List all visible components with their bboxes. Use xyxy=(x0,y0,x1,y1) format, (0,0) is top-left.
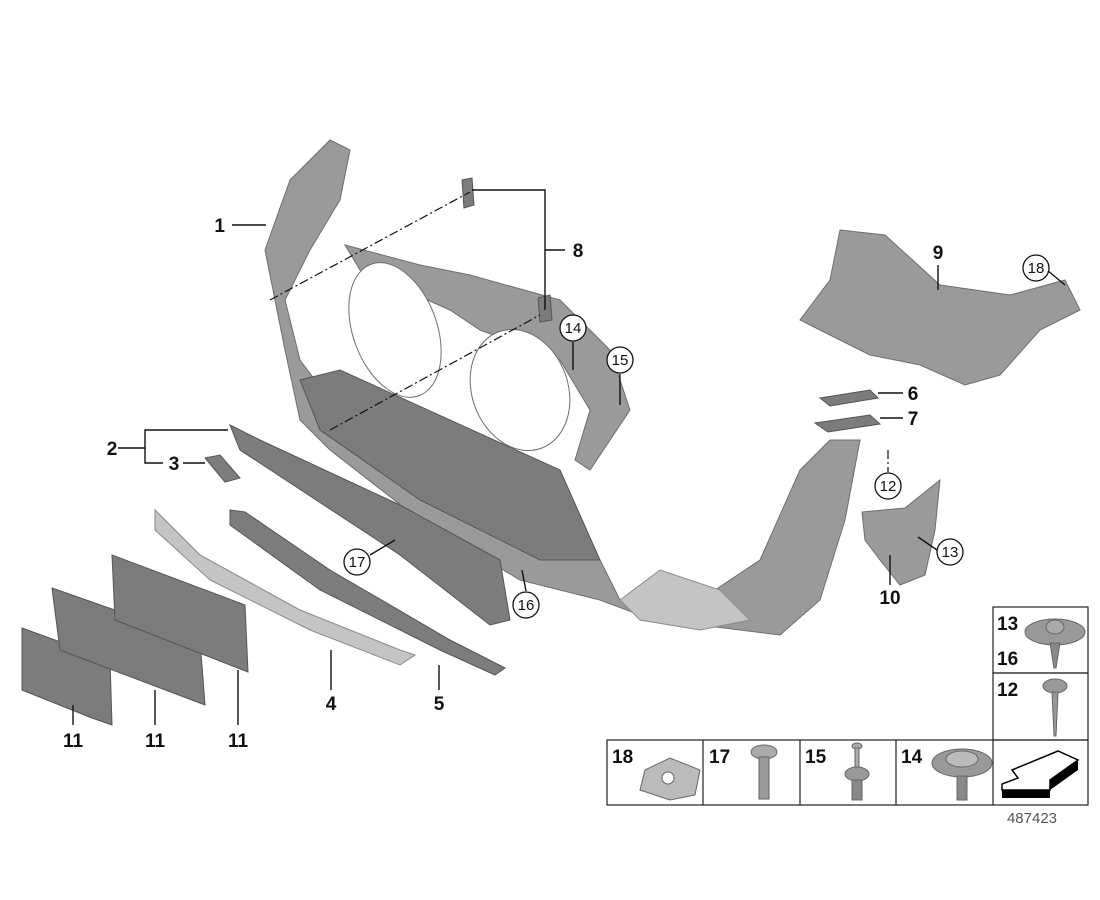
plastic-rivet-icon xyxy=(1024,618,1086,669)
callout-11a[interactable]: 11 xyxy=(63,731,84,752)
callout-11c[interactable]: 11 xyxy=(228,731,249,752)
leader-lines xyxy=(72,189,1066,725)
cell-label: 18 xyxy=(612,747,633,768)
circled-callout-17[interactable]: 17 xyxy=(343,548,371,576)
cell-label: 15 xyxy=(805,747,827,768)
hardware-cell-18[interactable]: 18 xyxy=(612,747,701,801)
spoiler-part-4[interactable] xyxy=(154,508,417,666)
cell-label: 13 xyxy=(997,614,1018,635)
cell-label: 16 xyxy=(997,649,1018,670)
hardware-cell-13-16[interactable]: 13 16 xyxy=(997,614,1086,670)
circled-callout-16[interactable]: 16 xyxy=(512,591,540,619)
hardware-table: 13 16 12 18 17 xyxy=(606,606,1089,806)
collar-screw-icon xyxy=(931,748,993,801)
callout-text: 18 xyxy=(1028,260,1045,277)
torx-bolt-icon xyxy=(750,744,778,800)
callout-3[interactable]: 3 xyxy=(169,454,180,475)
bracket-part-6[interactable] xyxy=(818,389,880,407)
hardware-cell-17[interactable]: 17 xyxy=(709,744,778,800)
carrier-part-9[interactable] xyxy=(799,229,1081,386)
cell-label: 17 xyxy=(709,747,730,768)
circled-callout-18[interactable]: 18 xyxy=(1022,254,1050,282)
circled-callout-13[interactable]: 13 xyxy=(936,538,964,566)
callout-10[interactable]: 10 xyxy=(879,588,900,609)
callout-7[interactable]: 7 xyxy=(908,409,919,430)
direction-arrow-icon xyxy=(1001,750,1080,798)
circled-callout-15[interactable]: 15 xyxy=(606,346,634,374)
circled-callout-14[interactable]: 14 xyxy=(559,314,587,342)
hardware-cell-12[interactable]: 12 xyxy=(997,678,1068,737)
strip-part-5[interactable] xyxy=(229,509,506,676)
callout-5[interactable]: 5 xyxy=(434,694,445,715)
hardware-cell-15[interactable]: 15 xyxy=(805,742,870,801)
callout-2[interactable]: 2 xyxy=(107,439,118,460)
cell-label: 12 xyxy=(997,680,1018,701)
callout-1[interactable]: 1 xyxy=(214,216,225,237)
callout-4[interactable]: 4 xyxy=(326,694,337,715)
callout-text: 17 xyxy=(349,554,366,571)
callout-text: 15 xyxy=(612,352,629,369)
plate-part-11c[interactable] xyxy=(111,554,249,673)
wheel-arch-part-10[interactable] xyxy=(861,478,941,586)
callout-text: 13 xyxy=(942,544,959,561)
callout-9[interactable]: 9 xyxy=(933,243,944,264)
callout-11b[interactable]: 11 xyxy=(145,731,166,752)
hardware-cell-14[interactable]: 14 xyxy=(901,747,993,801)
callout-text: 16 xyxy=(518,597,535,614)
callout-text: 14 xyxy=(565,320,582,337)
expanding-rivet-icon xyxy=(844,742,870,801)
bumper-trim-part-1[interactable] xyxy=(264,139,861,636)
callout-8[interactable]: 8 xyxy=(573,241,584,262)
trim-strip-part-2[interactable] xyxy=(229,423,511,626)
callout-6[interactable]: 6 xyxy=(908,384,919,405)
diagram-reference-number: 487423 xyxy=(1007,810,1057,827)
bracket-part-3[interactable] xyxy=(204,454,241,483)
cell-label: 14 xyxy=(901,747,923,768)
circled-callout-12[interactable]: 12 xyxy=(874,472,902,500)
bracket-part-7[interactable] xyxy=(813,414,882,433)
clip-nut-icon xyxy=(639,757,701,801)
screw-icon xyxy=(1042,678,1068,737)
callout-text: 12 xyxy=(880,478,897,495)
